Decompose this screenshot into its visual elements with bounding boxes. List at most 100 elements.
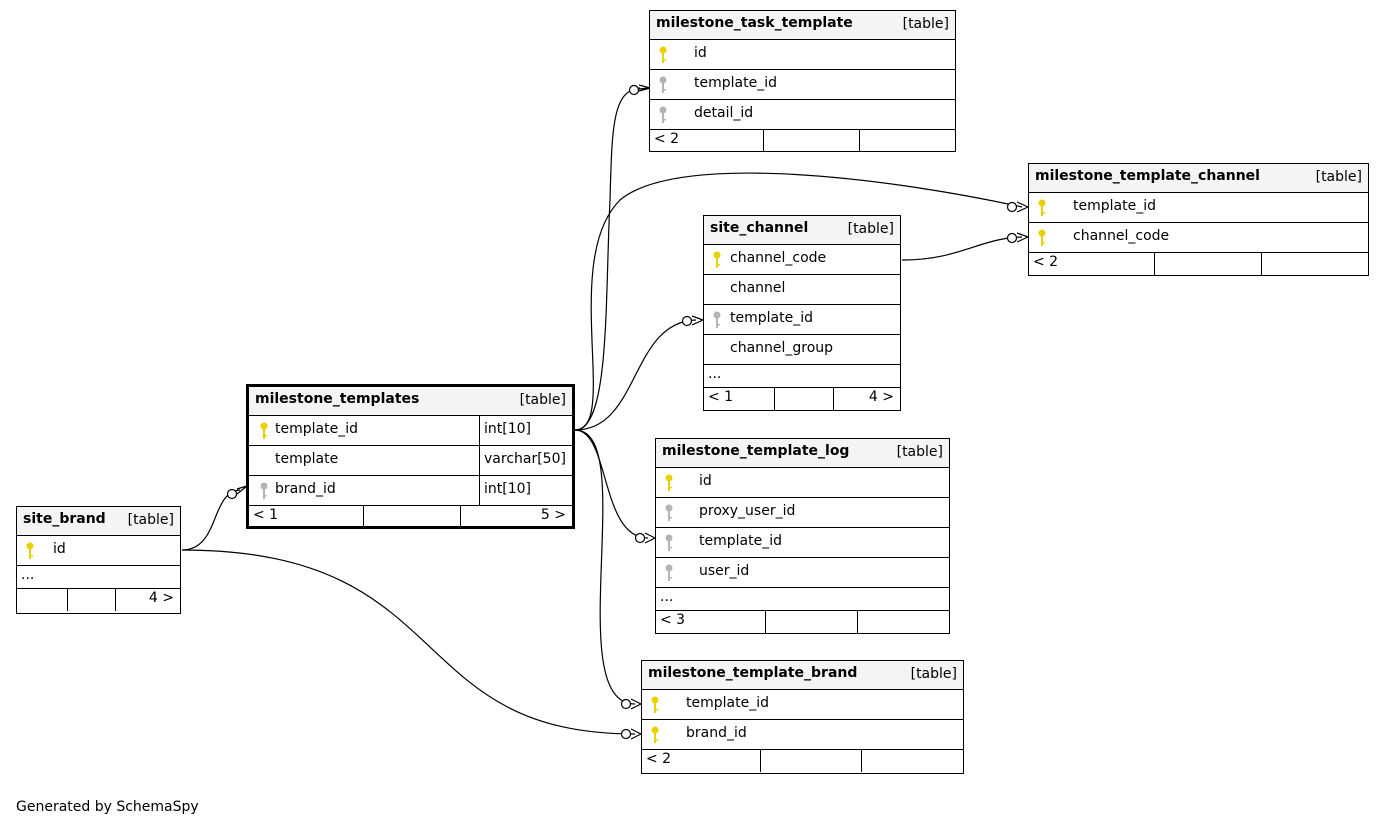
column-row[interactable]: detail_id: [650, 100, 955, 130]
primary-key-icon: [1038, 199, 1046, 216]
table-name: milestone_template_channel: [1035, 168, 1260, 184]
table-kind: [table]: [1315, 169, 1362, 185]
table-footer: < 2: [642, 750, 963, 772]
foreign-key-icon: [665, 504, 673, 521]
column-name: template_id: [730, 310, 813, 326]
more-columns: ...: [704, 365, 900, 388]
table-milestone-templates[interactable]: milestone_templates [table] template_id …: [246, 384, 575, 529]
column-row[interactable]: template_id: [642, 690, 963, 720]
primary-key-icon: [26, 542, 34, 559]
table-header: site_brand [table]: [17, 507, 180, 536]
table-kind: [table]: [902, 16, 949, 32]
table-header: milestone_templates [table]: [249, 387, 572, 416]
parent-count[interactable]: < 2: [654, 131, 680, 147]
primary-key-icon: [651, 696, 659, 713]
table-footer: < 2: [650, 130, 955, 152]
column-row[interactable]: user_id: [656, 558, 949, 588]
column-row[interactable]: id: [650, 40, 955, 70]
column-name: channel_group: [730, 340, 834, 356]
table-site-brand[interactable]: site_brand [table] id ... 4 >: [16, 506, 181, 614]
table-milestone-task-template[interactable]: milestone_task_template [table] id templ…: [649, 10, 956, 152]
column-name: detail_id: [694, 105, 754, 121]
column-row[interactable]: template_id: [650, 70, 955, 100]
foreign-key-icon: [665, 564, 673, 581]
table-milestone-template-brand[interactable]: milestone_template_brand [table] templat…: [641, 660, 964, 774]
table-header: site_channel [table]: [704, 216, 900, 245]
parent-count[interactable]: < 1: [253, 507, 279, 523]
table-name: milestone_templates: [255, 391, 420, 407]
table-header: milestone_task_template [table]: [650, 11, 955, 40]
column-row[interactable]: template_id: [656, 528, 949, 558]
column-name: template_id: [275, 421, 358, 437]
column-name: channel: [730, 280, 786, 296]
column-row[interactable]: template_id: [1029, 193, 1368, 223]
child-count[interactable]: 4 >: [868, 389, 894, 405]
edge-templates-to-template-brand: [574, 429, 636, 705]
parent-count[interactable]: < 2: [1033, 254, 1059, 270]
column-row[interactable]: channel_code: [1029, 223, 1368, 253]
table-footer: < 2: [1029, 253, 1368, 275]
table-milestone-template-channel[interactable]: milestone_template_channel [table] templ…: [1028, 163, 1369, 276]
column-name: user_id: [699, 563, 750, 579]
column-name: template_id: [694, 75, 777, 91]
column-name: brand_id: [686, 725, 747, 741]
table-site-channel[interactable]: site_channel [table] channel_code channe…: [703, 215, 901, 411]
table-footer: < 1 5 >: [249, 506, 572, 528]
column-name: channel_code: [730, 250, 827, 266]
foreign-key-icon: [665, 534, 673, 551]
more-columns: ...: [17, 566, 180, 589]
column-row[interactable]: channel_code: [704, 245, 900, 275]
table-kind: [table]: [127, 512, 174, 528]
column-name: id: [53, 541, 66, 557]
edge-brand-to-template-brand: [181, 549, 636, 735]
column-row[interactable]: channel_group: [704, 335, 900, 365]
primary-key-icon: [1038, 229, 1046, 246]
column-type: int[10]: [484, 421, 531, 437]
column-row[interactable]: template varchar[50]: [249, 446, 572, 476]
column-name: template_id: [699, 533, 782, 549]
edge-site-channel-to-template-channel: [901, 236, 1023, 261]
child-count[interactable]: 5 >: [540, 507, 566, 523]
table-name: milestone_template_log: [662, 443, 850, 459]
column-row[interactable]: brand_id: [642, 720, 963, 750]
column-type: varchar[50]: [484, 451, 566, 467]
edge-templates-to-template-log: [574, 429, 649, 539]
table-footer: 4 >: [17, 589, 180, 611]
edge-templates-to-site-channel: [574, 319, 697, 431]
foreign-key-icon: [659, 76, 667, 93]
table-name: site_brand: [23, 511, 106, 527]
edge-templates-to-template-channel: [574, 172, 1023, 431]
table-footer: < 1 4 >: [704, 388, 900, 410]
table-name: site_channel: [710, 220, 809, 236]
table-kind: [table]: [910, 666, 957, 682]
column-row[interactable]: brand_id int[10]: [249, 476, 572, 506]
table-milestone-template-log[interactable]: milestone_template_log [table] id proxy_…: [655, 438, 950, 634]
column-name: id: [699, 473, 712, 489]
primary-key-icon: [651, 726, 659, 743]
table-header: milestone_template_log [table]: [656, 439, 949, 468]
column-row[interactable]: id: [656, 468, 949, 498]
table-kind: [table]: [847, 221, 894, 237]
column-row[interactable]: channel: [704, 275, 900, 305]
column-name: template: [275, 451, 339, 467]
generator-caption: Generated by SchemaSpy: [16, 799, 199, 815]
table-footer: < 3: [656, 611, 949, 633]
table-name: milestone_task_template: [656, 15, 853, 31]
child-count[interactable]: 4 >: [148, 590, 174, 606]
parent-count[interactable]: < 3: [660, 612, 686, 628]
table-kind: [table]: [519, 392, 566, 408]
primary-key-icon: [260, 422, 268, 439]
parent-count[interactable]: < 1: [708, 389, 734, 405]
column-row[interactable]: template_id: [704, 305, 900, 335]
column-name: channel_code: [1073, 228, 1170, 244]
more-columns: ...: [656, 588, 949, 611]
column-row[interactable]: template_id int[10]: [249, 416, 572, 446]
table-name: milestone_template_brand: [648, 665, 858, 681]
column-row[interactable]: proxy_user_id: [656, 498, 949, 528]
column-row[interactable]: id: [17, 536, 180, 566]
table-header: milestone_template_channel [table]: [1029, 164, 1368, 193]
column-type: int[10]: [484, 481, 531, 497]
foreign-key-icon: [713, 311, 721, 328]
parent-count[interactable]: < 2: [646, 751, 672, 767]
